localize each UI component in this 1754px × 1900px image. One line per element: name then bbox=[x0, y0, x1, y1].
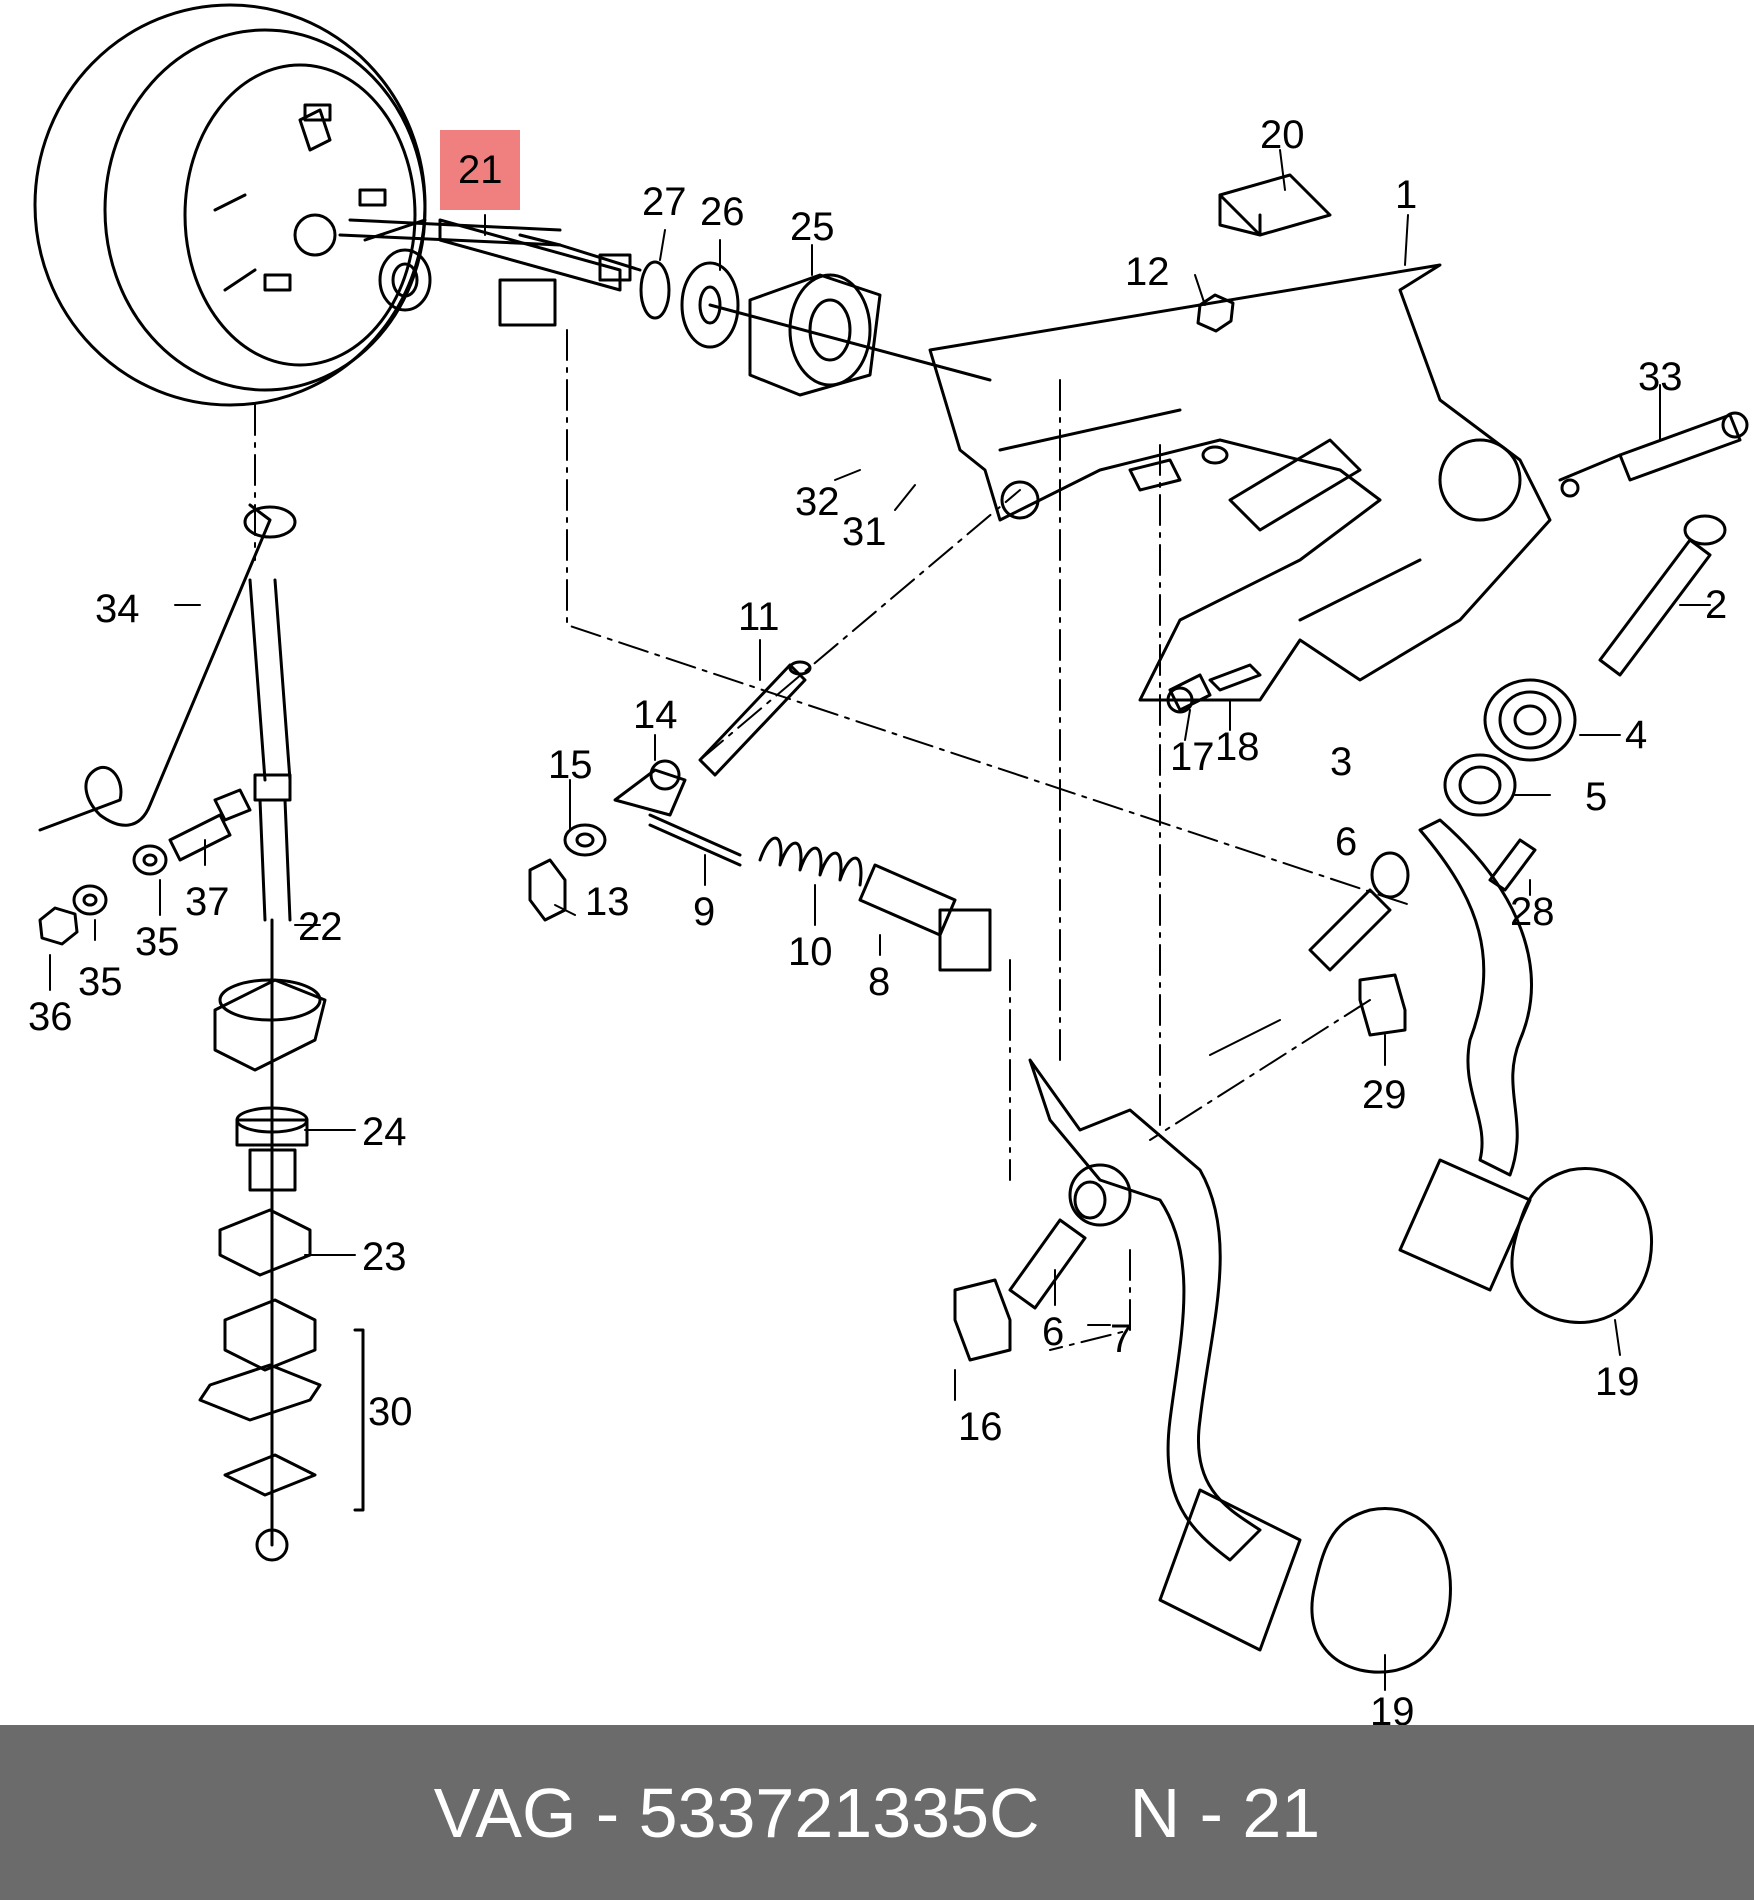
callout-2: 2 bbox=[1705, 583, 1727, 627]
callout-11: 11 bbox=[738, 595, 780, 639]
callout-34: 34 bbox=[95, 587, 140, 631]
callout-21: 21 bbox=[458, 148, 503, 192]
washer-35b bbox=[72, 884, 108, 916]
callout-5: 5 bbox=[1585, 775, 1607, 819]
clutch-cable-rod bbox=[438, 218, 642, 292]
callout-30: 30 bbox=[368, 1390, 413, 1434]
cable-22 bbox=[248, 578, 292, 1562]
callout-36: 36 bbox=[28, 995, 73, 1039]
callout-29: 29 bbox=[1362, 1073, 1407, 1117]
switch-17-18 bbox=[1166, 663, 1262, 714]
spring-10 bbox=[758, 836, 863, 887]
callout-12: 12 bbox=[1125, 250, 1170, 294]
brake-servo bbox=[33, 3, 427, 407]
callout-25: 25 bbox=[790, 205, 835, 249]
callout-26: 26 bbox=[700, 190, 745, 234]
callout-13: 13 bbox=[585, 880, 630, 924]
clutch-pedal bbox=[1398, 818, 1653, 1324]
callout-22: 22 bbox=[298, 905, 343, 949]
clip-16 bbox=[953, 1278, 1012, 1362]
bolt-37 bbox=[168, 788, 252, 862]
callout-1: 1 bbox=[1395, 173, 1417, 217]
callout-35b: 35 bbox=[78, 960, 123, 1004]
cable-holder bbox=[213, 978, 327, 1072]
callout-14: 14 bbox=[633, 693, 678, 737]
leader-lines bbox=[49, 149, 1711, 1691]
assembly-lines bbox=[254, 329, 1411, 1351]
mount-24 bbox=[235, 1106, 309, 1192]
highlight-box bbox=[440, 130, 520, 210]
callout-31: 31 bbox=[842, 510, 887, 554]
callout-27: 27 bbox=[642, 180, 687, 224]
clip-29 bbox=[1358, 973, 1407, 1037]
callout-17: 17 bbox=[1170, 735, 1215, 779]
callout-20: 20 bbox=[1260, 113, 1305, 157]
callout-32: 32 bbox=[795, 480, 840, 524]
bush-6-lower bbox=[1008, 1218, 1087, 1310]
callout-15: 15 bbox=[548, 743, 593, 787]
bush-6-upper bbox=[1308, 851, 1410, 972]
callout-18: 18 bbox=[1215, 725, 1260, 769]
pedal-bracket bbox=[928, 263, 1552, 702]
callout-37: 37 bbox=[185, 880, 230, 924]
switch-33 bbox=[1558, 411, 1749, 498]
callout-10: 10 bbox=[788, 930, 833, 974]
callout-8: 8 bbox=[868, 960, 890, 1004]
nut-36 bbox=[38, 906, 79, 946]
callout-labels: 1 2 3 4 5 6 6 7 8 9 10 11 12 13 14 15 16… bbox=[28, 113, 1727, 1725]
diagram-position: N - 21 bbox=[1129, 1773, 1321, 1852]
spring-bush bbox=[1443, 678, 1577, 817]
mount-23 bbox=[218, 1208, 312, 1277]
callout-6-upper: 6 bbox=[1335, 820, 1357, 864]
washer-35a bbox=[132, 844, 168, 876]
callout-3: 3 bbox=[1330, 740, 1352, 784]
bracket-34 bbox=[38, 503, 297, 832]
callout-4: 4 bbox=[1625, 713, 1647, 757]
callout-19-upper: 19 bbox=[1595, 1360, 1640, 1404]
washer-15 bbox=[563, 823, 607, 857]
callout-33: 33 bbox=[1638, 355, 1683, 399]
callout-7: 7 bbox=[1110, 1317, 1132, 1361]
rod-9 bbox=[613, 768, 742, 867]
callout-23: 23 bbox=[362, 1235, 407, 1279]
brake-pedal bbox=[1028, 1058, 1452, 1674]
callout-6-lower: 6 bbox=[1042, 1310, 1064, 1354]
mount-30 bbox=[198, 1298, 365, 1512]
callout-19-lower: 19 bbox=[1370, 1690, 1415, 1725]
part-reference: VAG - 533721335C bbox=[433, 1773, 1040, 1852]
part-number-banner: VAG - 533721335C N - 21 bbox=[0, 1725, 1754, 1900]
clip-13 bbox=[528, 858, 567, 922]
sleeve-8 bbox=[858, 863, 992, 972]
callout-9: 9 bbox=[693, 890, 715, 934]
callout-35a: 35 bbox=[135, 920, 180, 964]
parts-diagram: 1 2 3 4 5 6 6 7 8 9 10 11 12 13 14 15 16… bbox=[28, 3, 1749, 1725]
pin-2 bbox=[1598, 514, 1727, 677]
pin-11 bbox=[698, 660, 812, 777]
callout-16: 16 bbox=[958, 1405, 1003, 1449]
boot bbox=[1218, 173, 1332, 237]
washers-grommet bbox=[639, 260, 992, 397]
callout-24: 24 bbox=[362, 1110, 407, 1154]
callout-28: 28 bbox=[1510, 890, 1555, 934]
nut-12 bbox=[1196, 293, 1235, 333]
bolt-14 bbox=[649, 759, 681, 791]
